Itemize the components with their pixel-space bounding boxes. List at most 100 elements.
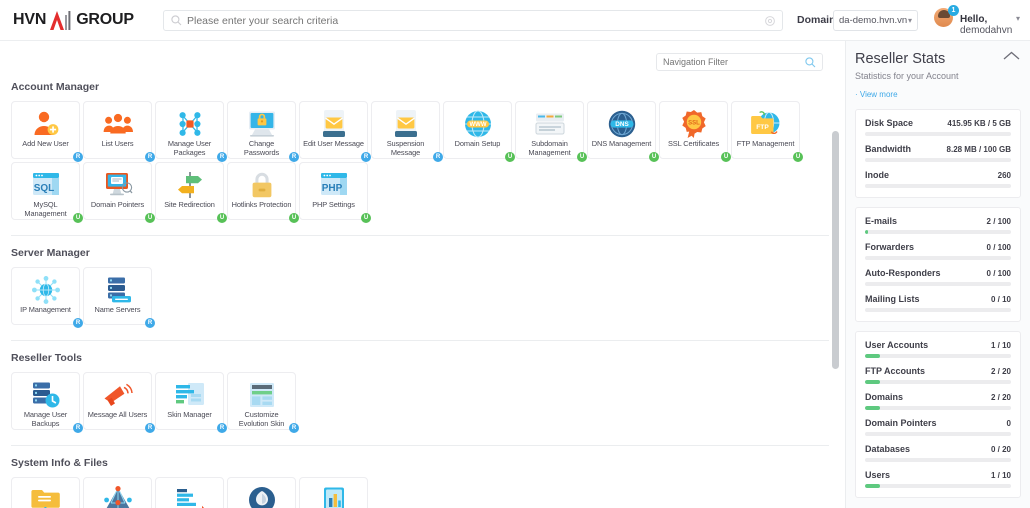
stat-name: E-mails xyxy=(865,216,898,226)
tile-label: IP Management xyxy=(20,305,71,314)
main-scrollbar-track[interactable] xyxy=(832,83,842,503)
tile-badge: U xyxy=(577,152,587,162)
view-more-link[interactable]: · View more xyxy=(855,90,898,99)
edit-user-message-icon xyxy=(321,107,347,140)
name-servers-icon xyxy=(103,273,133,306)
tile-label: PHP Settings xyxy=(312,200,355,209)
stat-value: 0 / 20 xyxy=(990,445,1011,454)
skin-manager-icon xyxy=(175,378,205,411)
tile-system-information[interactable]: System InformationR xyxy=(83,477,152,508)
domain-select[interactable]: da-demo.hvn.vn ▾ xyxy=(833,10,918,31)
domain-setup-icon: WWW xyxy=(463,107,493,140)
domain-select-value: da-demo.hvn.vn xyxy=(839,15,908,26)
panel-subtitle: Statistics for your Account xyxy=(855,71,959,81)
stat-progress-bar xyxy=(865,458,1011,462)
tile-label: List Users xyxy=(101,139,134,148)
stat-value: 1 / 10 xyxy=(990,471,1011,480)
reseller-stats-panel: Reseller Stats Statistics for your Accou… xyxy=(845,41,1030,508)
stat-progress-bar xyxy=(865,230,1011,234)
tile-reseller-statistics[interactable]: Reseller StatisticsR xyxy=(155,477,224,508)
stat-progress-bar xyxy=(865,184,1011,188)
tile-badge: U xyxy=(361,213,371,223)
greeting-prefix: Hello, xyxy=(960,14,988,25)
tile-label: Customize Evolution Skin xyxy=(238,410,285,428)
section-title: Account Manager xyxy=(11,81,100,93)
tile-badge: R xyxy=(217,152,227,162)
stat-name: Auto-Responders xyxy=(865,268,941,278)
stat-name: Forwarders xyxy=(865,242,915,252)
tile-badge: R xyxy=(361,152,371,162)
section-divider xyxy=(11,340,829,341)
stat-progress-bar xyxy=(865,432,1011,436)
ftp-icon: FTP xyxy=(750,107,781,140)
chevron-up-icon[interactable] xyxy=(1003,51,1020,61)
tile-label: Add New User xyxy=(22,139,69,148)
avatar[interactable]: 1 xyxy=(934,5,959,30)
main-scrollbar-thumb[interactable] xyxy=(832,131,839,369)
tile-installed-perl-modules[interactable]: Installed Perl ModulesU xyxy=(227,477,296,508)
search-input[interactable] xyxy=(187,14,782,27)
stat-value: 1 / 10 xyxy=(990,341,1011,350)
subdomain-icon xyxy=(534,107,566,140)
site-redirection-icon xyxy=(175,168,205,201)
user-greeting[interactable]: Hello, demodahvn xyxy=(960,14,1030,36)
tile-site-summary-statistics-logs[interactable]: Site Summary / Statistics / LogsU xyxy=(299,477,368,508)
nav-filter-input[interactable] xyxy=(663,57,805,67)
global-search[interactable] xyxy=(163,10,783,31)
tile-label: DNS Management xyxy=(591,139,652,148)
tile-badge: U xyxy=(505,152,515,162)
gear-icon[interactable] xyxy=(764,15,776,27)
brand-logo[interactable]: HVN GROUP xyxy=(13,10,158,30)
domain-pointers-icon xyxy=(103,168,133,201)
tile-label: SSL Certificates xyxy=(667,139,720,148)
section-title: Reseller Tools xyxy=(11,352,82,364)
stat-progress-bar xyxy=(865,406,1011,410)
stat-value: 8.28 MB / 100 GB xyxy=(946,145,1011,154)
list-users-icon xyxy=(103,107,133,140)
nav-filter[interactable] xyxy=(656,53,823,71)
ip-management-icon xyxy=(31,273,61,306)
hotlinks-icon xyxy=(249,168,275,201)
tile-label: Manage User Backups xyxy=(23,410,68,428)
tile-badge: R xyxy=(289,152,299,162)
tile-label: Suspension Message xyxy=(386,139,425,157)
tile-label: Subdomain Management xyxy=(528,139,571,157)
stat-value: 2 / 20 xyxy=(990,367,1011,376)
user-menu-chevron-down-icon[interactable]: ▾ xyxy=(1016,14,1021,23)
file-manager-icon xyxy=(30,483,61,508)
tile-badge: R xyxy=(145,423,155,433)
tile-label: Skin Manager xyxy=(167,410,212,419)
tile-badge: U xyxy=(649,152,659,162)
